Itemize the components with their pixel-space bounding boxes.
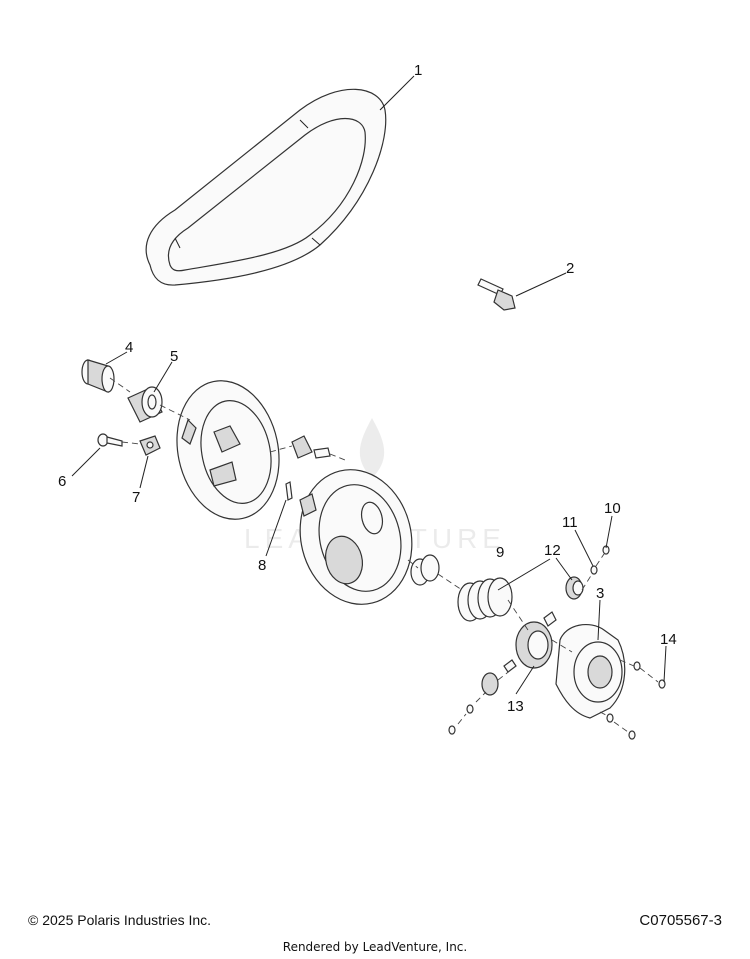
small-pin xyxy=(285,481,293,501)
leader-lines xyxy=(71,75,667,695)
alignment-lines xyxy=(109,377,659,733)
lower-roller xyxy=(481,672,499,696)
callout-3: 3 xyxy=(596,585,604,602)
callout-10: 10 xyxy=(604,500,621,517)
callout-9: 9 xyxy=(496,544,504,561)
callout-6: 6 xyxy=(58,473,66,490)
drive-belt xyxy=(145,88,387,286)
callout-1: 1 xyxy=(414,62,422,79)
callout-4: 4 xyxy=(125,339,133,356)
pin xyxy=(97,433,123,447)
moveable-sheave xyxy=(176,380,280,520)
cover xyxy=(555,623,626,719)
callout-5: 5 xyxy=(170,348,178,365)
hardware-washers xyxy=(448,545,666,740)
spring xyxy=(457,577,513,622)
one-way-bearing xyxy=(503,611,557,673)
callout-13: 13 xyxy=(507,698,524,715)
rendered-by-text: Rendered by LeadVenture, Inc. xyxy=(282,940,468,954)
copyright-text: © 2025 Polaris Industries Inc. xyxy=(28,912,212,928)
callout-14: 14 xyxy=(660,631,677,648)
callout-2: 2 xyxy=(566,260,574,277)
callout-11: 11 xyxy=(562,514,578,531)
roller xyxy=(565,576,584,600)
clip xyxy=(139,435,161,456)
spacer-ring xyxy=(410,554,440,586)
callout-7: 7 xyxy=(132,489,140,506)
spider-plate xyxy=(299,469,413,605)
roller-clip xyxy=(291,435,331,459)
bushing xyxy=(81,359,115,393)
bearing xyxy=(127,386,163,423)
bolt xyxy=(477,278,516,311)
callout-8: 8 xyxy=(258,557,266,574)
diagram-code: C0705567-3 xyxy=(639,912,722,929)
callout-12: 12 xyxy=(544,542,561,559)
